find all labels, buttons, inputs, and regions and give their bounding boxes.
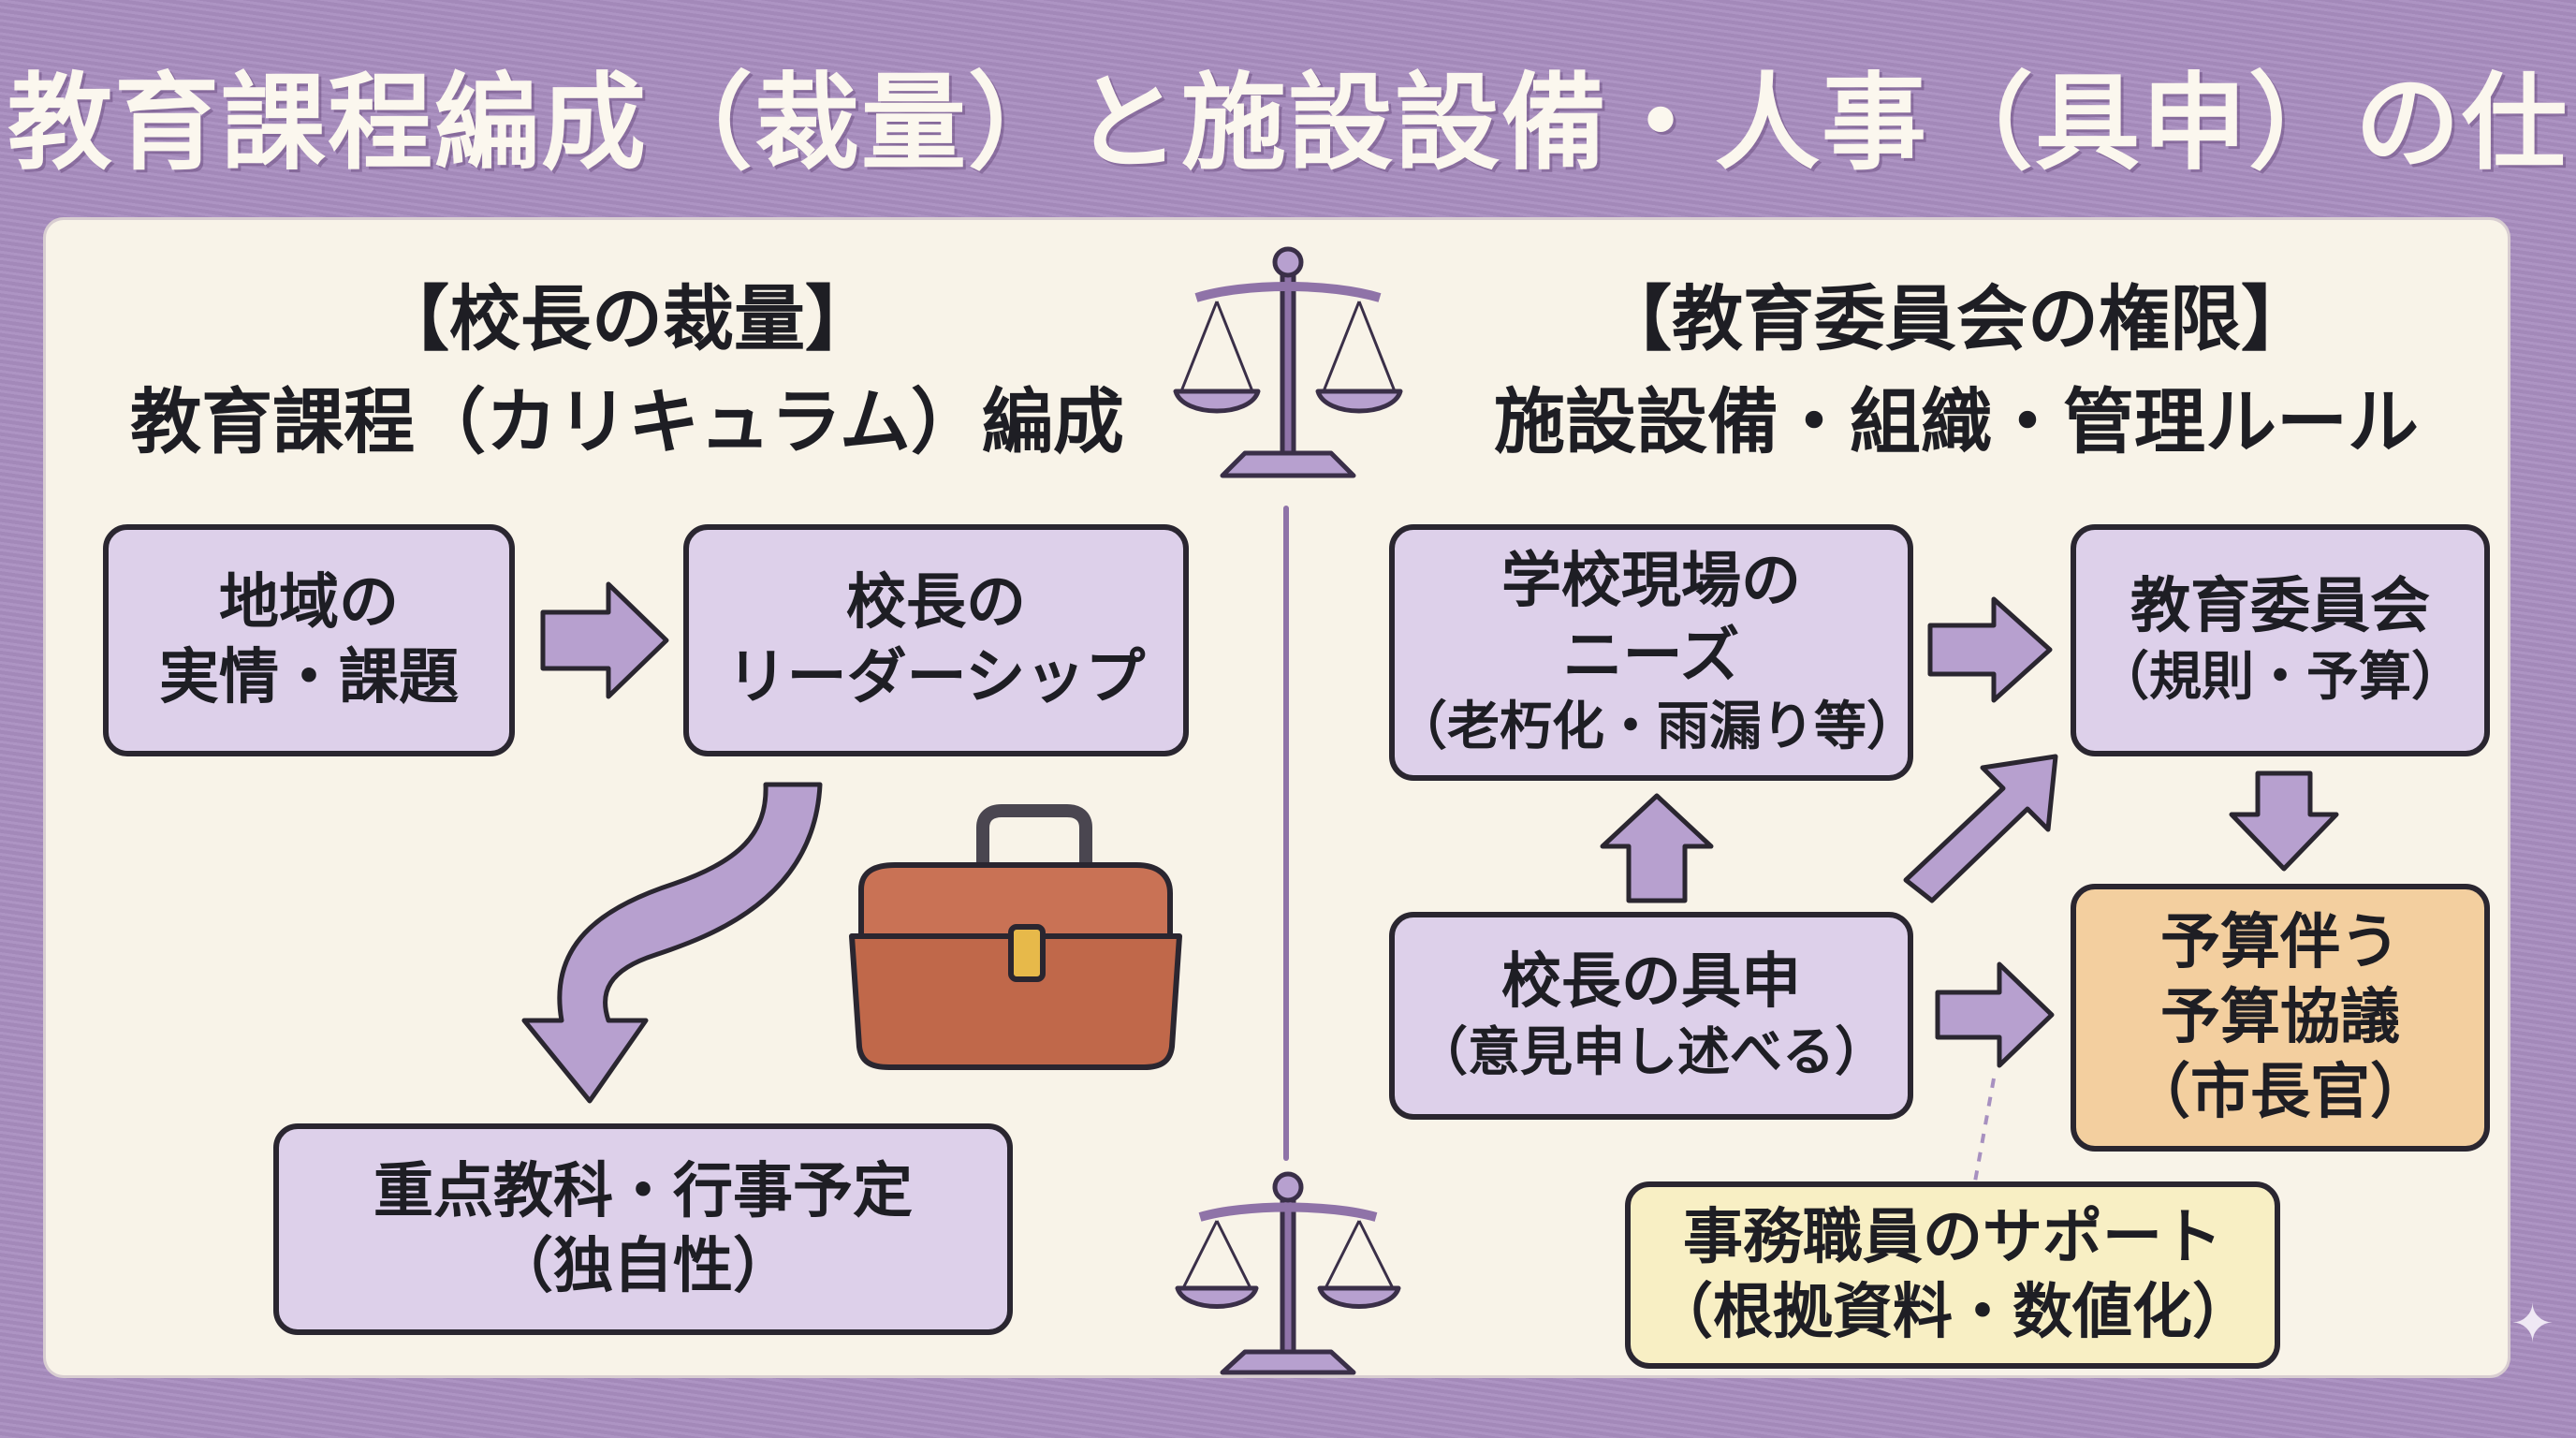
sparkle-icon: ✦ [2510,1294,2554,1355]
box-needs-line2: ニーズ [1562,622,1740,691]
center-divider [1283,506,1289,1161]
box-principal-leadership: 校長の リーダーシップ [683,524,1189,756]
arrow-leadership-to-result [521,782,823,1104]
box-board-line1: 教育委員会 [2130,572,2430,641]
arrow-local-to-leadership [540,581,669,699]
box-principal-proposal: 校長の具申 （意見申し述べる） [1389,912,1913,1120]
box-budget-line1: 予算伴う [2160,908,2400,977]
right-heading-line1: 【教育委員会の権限】 [1601,277,2312,360]
box-local-line2: 実情・課題 [159,643,459,712]
box-support-line1: 事務職員のサポート [1683,1203,2222,1272]
box-result-line2: （独自性） [493,1232,793,1301]
box-budget-line3: （市長官） [2130,1058,2430,1127]
right-heading-line2: 施設設備・組織・管理ルール [1494,380,2419,463]
box-local-situation: 地域の 実情・課題 [103,524,515,756]
box-budget-line2: 予算協議 [2160,983,2400,1052]
box-proposal-line2: （意見申し述べる） [1415,1022,1887,1083]
arrow-needs-to-board [1927,596,2053,703]
arrow-proposal-to-needs [1600,793,1714,903]
box-clerical-support: 事務職員のサポート （根拠資料・数値化） [1625,1181,2280,1369]
toolbox-icon [849,804,1182,1070]
scale-icon-top [1173,246,1403,478]
left-heading-line1: 【校長の裁量】 [378,277,876,360]
arrow-board-to-budget [2229,770,2339,872]
box-leadership-line1: 校長の [846,568,1026,638]
dashed-connector-support [1973,1078,1996,1182]
box-support-line2: （根拠資料・数値化） [1653,1278,2252,1347]
arrow-proposal-to-budget [1935,961,2055,1068]
box-needs-line3: （老朽化・雨漏り等） [1395,697,1919,757]
box-needs-line1: 学校現場の [1501,547,1801,616]
scale-icon-bottom [1175,1171,1401,1375]
box-result-line1: 重点教科・行事予定 [373,1157,913,1226]
left-heading-line2: 教育課程（カリキュラム）編成 [130,380,1124,463]
box-budget-consultation: 予算伴う 予算協議 （市長官） [2071,884,2490,1152]
box-proposal-line1: 校長の具申 [1501,947,1801,1017]
box-board-line2: （規則・予算） [2097,647,2464,708]
box-school-needs: 学校現場の ニーズ （老朽化・雨漏り等） [1389,524,1919,781]
box-priority-subjects: 重点教科・行事予定 （独自性） [273,1123,1013,1335]
arrow-proposal-to-board [1903,754,2058,903]
box-board-of-education: 教育委員会 （規則・予算） [2071,524,2490,756]
box-local-line1: 地域の [219,568,399,638]
box-leadership-line2: リーダーシップ [726,643,1146,712]
